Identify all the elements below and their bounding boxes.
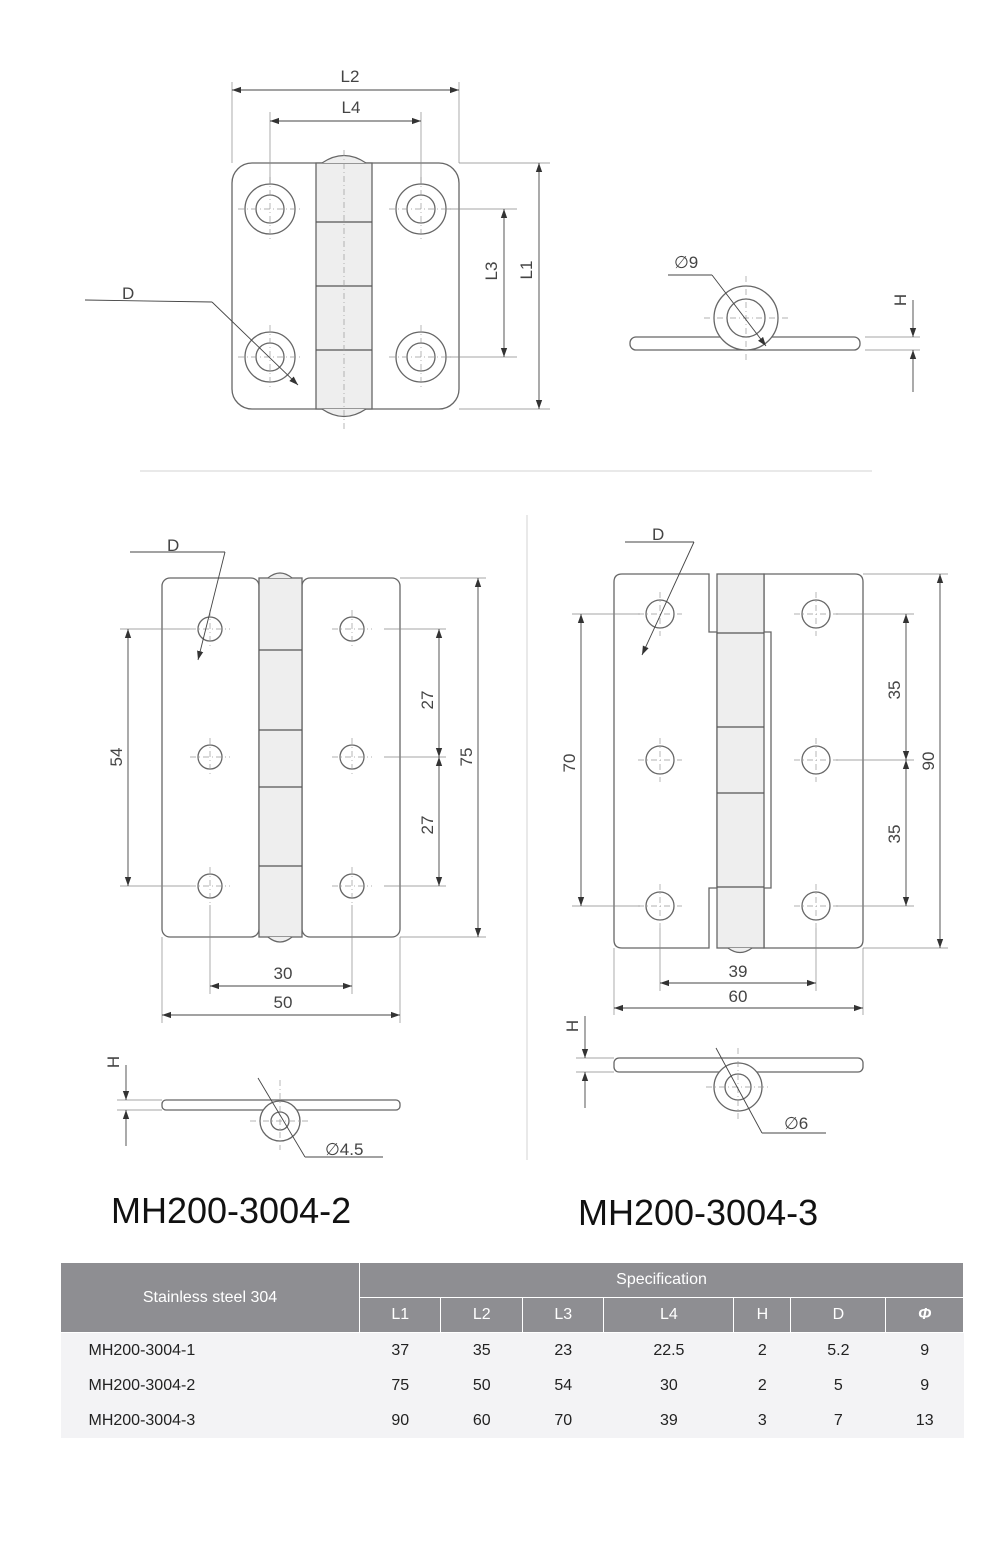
cell-l2: 60 <box>472 1411 491 1429</box>
table-row: MH200-3004-1 37 35 23 22.5 2 5.2 9 <box>60 1332 964 1368</box>
column-header-d: D <box>790 1297 887 1333</box>
mh2-dim-30-label: 30 <box>274 964 293 983</box>
side-h-label: H <box>891 294 910 306</box>
mh3-dim-35a-label: 35 <box>885 681 904 700</box>
mh2-front-view: D 54 27 27 75 30 50 <box>107 536 486 1023</box>
cell-l3: 23 <box>554 1341 573 1359</box>
cell-l1: 90 <box>391 1411 410 1429</box>
row-name: MH200-3004-2 <box>88 1376 196 1394</box>
cell-h: 2 <box>757 1376 767 1394</box>
mh3-front-view: D 70 35 35 90 39 60 <box>560 525 948 1015</box>
row-name: MH200-3004-1 <box>88 1341 196 1359</box>
technical-drawing: L2 L4 L3 L1 D ∅9 H <box>84 67 948 1160</box>
column-header-l3: L3 <box>521 1297 605 1333</box>
dim-d-label: D <box>122 284 134 303</box>
mh3-dim-60-label: 60 <box>729 987 748 1006</box>
top-hinge-side-view: ∅9 H <box>629 253 920 392</box>
mh3-side-h-label: H <box>563 1020 582 1032</box>
cell-l4: 30 <box>659 1376 678 1394</box>
model-title-mh3: MH200-3004-3 <box>578 1192 819 1233</box>
cell-d: 5 <box>833 1376 843 1394</box>
cell-l4: 39 <box>659 1411 678 1429</box>
cell-l1: 75 <box>391 1376 410 1394</box>
mh2-dim-27a-label: 27 <box>418 691 437 710</box>
specification-table: Stainless steel 304 Specification L1 L2 … <box>60 1262 964 1438</box>
side-dia-label: ∅9 <box>674 253 698 272</box>
mh2-side-dia-label: ∅4.5 <box>325 1140 363 1159</box>
specification-group-header: Specification <box>359 1262 964 1298</box>
mh3-dim-d-label: D <box>652 525 664 544</box>
mh3-dim-39-label: 39 <box>729 962 748 981</box>
cell-l1: 37 <box>391 1341 410 1359</box>
table-corner-header: Stainless steel 304 <box>60 1262 360 1333</box>
mh2-dim-54-label: 54 <box>107 748 126 767</box>
mh3-dim-90-label: 90 <box>919 752 938 771</box>
column-header-l2: L2 <box>440 1297 523 1333</box>
column-header-l1: L1 <box>358 1297 442 1333</box>
dim-l4-label: L4 <box>342 98 361 117</box>
cell-phi: 13 <box>915 1411 934 1429</box>
cell-l3: 54 <box>554 1376 573 1394</box>
mh2-mounting-holes <box>190 610 372 905</box>
table-row: MH200-3004-3 90 60 70 39 3 7 13 <box>60 1403 964 1438</box>
mh3-dim-70-label: 70 <box>560 754 579 773</box>
cell-phi: 9 <box>920 1376 930 1394</box>
mh3-mounting-holes <box>638 592 838 928</box>
row-name: MH200-3004-3 <box>88 1411 196 1429</box>
top-hinge-front-view: L2 L4 L3 L1 D <box>84 67 550 430</box>
mh2-dim-d-label: D <box>167 536 179 555</box>
table-row: MH200-3004-2 75 50 54 30 2 5 9 <box>60 1368 964 1403</box>
cell-l2: 50 <box>472 1376 491 1394</box>
column-header-phi: Φ <box>885 1297 964 1333</box>
mh2-dim-75-label: 75 <box>457 748 476 767</box>
mh2-dim-27b-label: 27 <box>418 816 437 835</box>
model-title-mh2: MH200-3004-2 <box>111 1190 352 1231</box>
dim-l2-label: L2 <box>341 67 360 86</box>
mh3-side-view: ∅6 H <box>563 1016 864 1134</box>
mh2-side-h-label: H <box>104 1056 123 1068</box>
cell-d: 5.2 <box>827 1341 850 1359</box>
table-header-row: Stainless steel 304 Specification <box>60 1262 964 1333</box>
cell-phi: 9 <box>920 1341 930 1359</box>
cell-d: 7 <box>833 1411 843 1429</box>
mh2-dim-50-label: 50 <box>274 993 293 1012</box>
top-mounting-holes <box>238 177 453 389</box>
mh3-side-dia-label: ∅6 <box>784 1114 808 1133</box>
cell-h: 2 <box>757 1341 767 1359</box>
mh3-dim-35b-label: 35 <box>885 825 904 844</box>
cell-l4: 22.5 <box>653 1341 685 1359</box>
cell-l2: 35 <box>472 1341 491 1359</box>
dim-l1-label: L1 <box>517 261 536 280</box>
column-header-h: H <box>733 1297 792 1333</box>
dim-l3-label: L3 <box>482 262 501 281</box>
mh2-side-view: ∅4.5 H <box>104 1056 401 1159</box>
cell-l3: 70 <box>554 1411 573 1429</box>
column-header-l4: L4 <box>603 1297 735 1333</box>
cell-h: 3 <box>757 1411 767 1429</box>
table-subheader-row: L1 L2 L3 L4 H D Φ <box>61 1297 964 1333</box>
